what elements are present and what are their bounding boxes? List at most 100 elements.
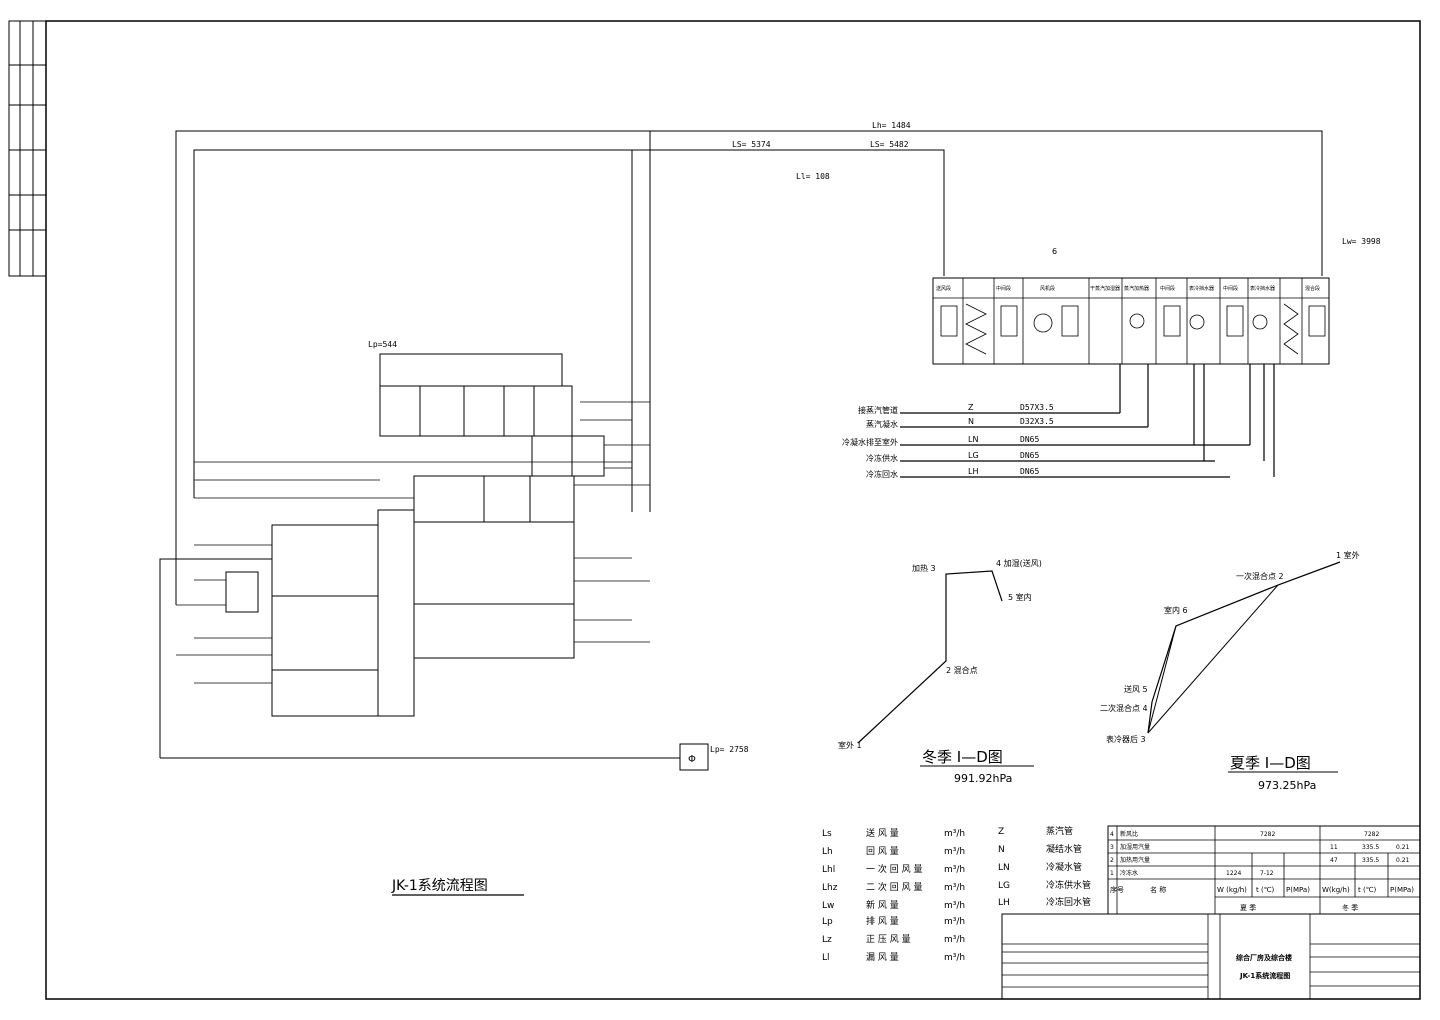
pipe-legend-desc: 蒸汽管 [1046, 825, 1073, 837]
pipe-code: LH [968, 467, 978, 476]
legend-desc: 送 风 量 [866, 827, 899, 839]
table-header: 序号 [1110, 885, 1124, 894]
winter-id-process-line [857, 570, 1003, 744]
table-no: 4 [1110, 831, 1114, 838]
drawing-border [45, 20, 1421, 1000]
lp-bottom-label: Lp= 2758 [710, 745, 749, 754]
exhaust-fan [679, 743, 709, 771]
pipe-spec: DN65 [1020, 467, 1039, 476]
table-name: 冷冻水 [1120, 869, 1138, 877]
legend-desc: 一 次 回 风 量 [866, 863, 922, 875]
pipe-legend-code: LH [998, 898, 1010, 908]
pipe-spec: D57X3.5 [1020, 403, 1054, 412]
legend-desc: 排 风 量 [866, 915, 899, 927]
table-cell: 335.5 [1362, 857, 1379, 864]
unit-section-label: 混合段 [1305, 285, 1320, 292]
left-margin-strip [8, 20, 47, 277]
summer-chart-title: 夏季 I—D图 [1230, 754, 1311, 772]
winter-point-label: 室外 1 [838, 740, 862, 750]
pipe-legend-desc: 冷凝水管 [1046, 861, 1082, 873]
winter-chart-title: 冬季 I—D图 [922, 748, 1003, 766]
pipe-code: LN [968, 435, 978, 444]
lp-top-label: Lp=544 [368, 340, 397, 349]
table-cell: 11 [1330, 844, 1338, 851]
pipe-legend-desc: 冷冻供水管 [1046, 879, 1091, 891]
winter-point-label: 5 室内 [1008, 592, 1032, 602]
table-no: 1 [1110, 870, 1114, 877]
air-handling-unit [932, 277, 1330, 365]
unit-section-label: 中间段 [996, 285, 1011, 292]
unit-section-label: 中间段 [1223, 285, 1238, 292]
table-season: 夏 季 [1240, 903, 1256, 912]
table-cell: 0.21 [1396, 844, 1410, 851]
legend-unit: m³/h [944, 847, 965, 857]
fan-symbol: Φ [688, 754, 696, 765]
unit-tag: 6 [1052, 247, 1057, 256]
table-header: P(MPa) [1286, 886, 1310, 894]
drawing-name: JK-1系统流程图 [1239, 971, 1290, 980]
pipe-legend-code: LN [998, 863, 1010, 873]
unit-section-label: 表冷挡水器 [1189, 285, 1214, 292]
legend-unit: m³/h [944, 901, 965, 911]
table-header: t (℃) [1256, 886, 1275, 894]
unit-section-label: 送风段 [936, 285, 951, 292]
legend-code: Ll [822, 953, 830, 963]
legend-code: Lw [822, 901, 834, 911]
ll-label: Ll= 108 [796, 172, 830, 181]
table-header: W(kg/h) [1322, 886, 1350, 894]
winter-point-label: 4 加湿(送风) [996, 558, 1042, 568]
pipe-code: LG [968, 451, 979, 460]
summer-point-label: 室内 6 [1164, 605, 1188, 615]
legend-desc: 回 风 量 [866, 846, 899, 857]
table-cell: 7282 [1260, 831, 1275, 838]
table-header: P(MPa) [1390, 886, 1414, 894]
room-block-left [271, 524, 379, 717]
unit-section-label: 中间段 [1160, 285, 1175, 292]
unit-section-label: 蒸汽加热器 [1124, 285, 1149, 292]
table-no: 3 [1110, 844, 1114, 851]
legend-code: Ls [822, 829, 832, 839]
room-block-top [379, 385, 573, 437]
summer-point-label: 1 室外 [1336, 550, 1360, 560]
summer-id-process-line [1147, 561, 1341, 734]
table-cell: 335.5 [1362, 844, 1379, 851]
legend-unit: m³/h [944, 865, 965, 875]
summer-point-label: 送风 5 [1124, 684, 1148, 694]
summer-point-label: 二次混合点 4 [1100, 703, 1148, 713]
legend-unit: m³/h [944, 917, 965, 927]
legend-unit: m³/h [944, 953, 965, 963]
summer-point-label: 表冷器后 3 [1106, 734, 1146, 744]
drawing-title: JK-1系统流程图 [391, 878, 488, 894]
pipe-code: N [968, 417, 974, 426]
supply-air-duct [193, 149, 945, 498]
legend-code: Lhl [822, 865, 835, 875]
table-cell: 0.21 [1396, 857, 1410, 864]
ls-label: LS= 5374 [732, 140, 771, 149]
table-name: 加湿用汽量 [1120, 843, 1150, 851]
table-cell: 1224 [1226, 870, 1241, 877]
legend-unit: m³/h [944, 829, 965, 839]
ls-right-label: LS= 5482 [870, 140, 909, 149]
unit-section-label: 表冷挡水器 [1250, 285, 1275, 292]
pipe-legend-desc: 冷冻回水管 [1046, 896, 1091, 908]
pipe-legend-code: N [998, 845, 1005, 855]
table-cell: 47 [1330, 857, 1338, 864]
legend-desc: 漏 风 量 [866, 951, 899, 963]
table-name: 加热用汽量 [1120, 856, 1150, 864]
legend-desc: 正 压 风 量 [866, 934, 911, 945]
pipe-spec: D32X3.5 [1020, 417, 1054, 426]
pipe-label: 冷冻供水 [866, 453, 898, 463]
lh-label: Lh= 1484 [872, 121, 911, 130]
summer-point-label: 一次混合点 2 [1236, 571, 1284, 581]
pipe-legend-code: LG [998, 881, 1010, 891]
summer-chart-pressure: 973.25hPa [1258, 779, 1316, 792]
pipe-spec: DN65 [1020, 451, 1039, 460]
legend-desc: 新 风 量 [866, 899, 899, 911]
legend-unit: m³/h [944, 883, 965, 893]
unit-section-label: 风机段 [1040, 285, 1055, 292]
legend-code: Lh [822, 847, 833, 857]
title-block [1001, 913, 1421, 1000]
unit-section-label: 干蒸汽加湿器 [1090, 285, 1120, 292]
project-name: 综合厂房及综合楼 [1236, 953, 1292, 962]
pipe-spec: DN65 [1020, 435, 1039, 444]
